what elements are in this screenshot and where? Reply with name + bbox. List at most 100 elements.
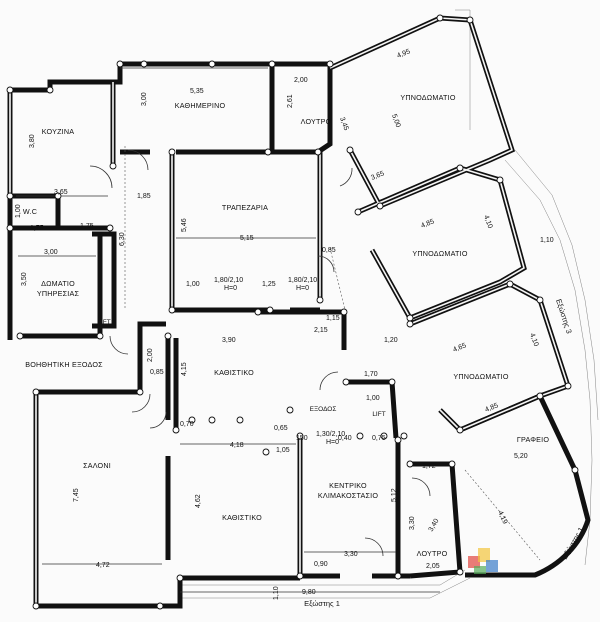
column-marker: [354, 208, 362, 216]
dim-h0a: H=0: [224, 285, 237, 292]
dim-415: 4,15: [181, 362, 188, 376]
dim-110: 1,10: [540, 237, 554, 244]
column-marker: [340, 308, 348, 316]
dim-180b: 1,80/2,10: [288, 277, 317, 284]
column-marker: [296, 572, 304, 580]
dim-100b: 1,00: [186, 281, 200, 288]
dim-h0c: H=0: [326, 439, 339, 446]
dim-535: 5,35: [190, 88, 204, 95]
wall-top-left: [10, 61, 318, 155]
door-swings: [89, 149, 431, 557]
column-marker: [448, 460, 456, 468]
column-marker: [208, 60, 216, 68]
dim-110b: 1,10: [273, 586, 280, 600]
dim-h0b: H=0: [296, 285, 309, 292]
wall-lift-2: [346, 379, 399, 439]
label-kathistiko-2: ΚΑΘΙΣΤΙΚΟ: [222, 513, 262, 522]
watermark-logo: [468, 548, 498, 574]
balcony-hatching: [180, 9, 599, 599]
label-lift-1: LIFT: [97, 319, 110, 326]
dim-365: 3,65: [54, 189, 68, 196]
column-marker: [168, 148, 176, 156]
column-marker: [380, 432, 388, 440]
dim-345: 3,45: [338, 116, 349, 131]
structural-columns: [6, 14, 579, 610]
dim-070: 0,70: [180, 421, 194, 428]
column-marker: [296, 432, 304, 440]
column-marker: [106, 224, 114, 232]
column-marker: [406, 314, 414, 322]
column-marker: [406, 460, 414, 468]
column-marker: [436, 14, 444, 22]
wall-lift-box: [92, 231, 117, 329]
wall-loutro-bottom: [409, 461, 463, 579]
column-marker: [466, 16, 474, 24]
dim-330: 3,30: [409, 516, 416, 530]
wall-wc: [7, 196, 110, 340]
column-marker: [456, 568, 464, 576]
column-marker: [342, 378, 350, 386]
column-marker: [346, 146, 354, 154]
label-kentriko-1: ΚΕΝΤΡΙΚΟ: [329, 481, 367, 490]
dim-261: 2,61: [287, 94, 294, 108]
dim-500: 5,00: [390, 113, 401, 128]
dim-546: 5,46: [181, 218, 188, 232]
column-marker: [266, 306, 274, 314]
column-marker: [326, 60, 334, 68]
dim-365b: 3,65: [370, 170, 385, 182]
dim-350: 3,50: [21, 272, 28, 286]
dimension-lines: [16, 67, 541, 593]
column-marker: [268, 60, 276, 68]
column-marker: [316, 296, 324, 304]
dim-150: 150: [296, 435, 308, 442]
column-marker: [506, 280, 514, 288]
label-loutro-top: ΛΟΥΤΡΟ: [301, 117, 332, 126]
label-kentriko-2: ΚΛΙΜΑΚΟΣΤΑΣΙΟ: [318, 491, 378, 500]
column-marker: [400, 432, 408, 440]
dim-418: 4,18: [230, 442, 244, 449]
label-domatio-1: ΔΩΜΑΤΙΟ: [41, 279, 75, 288]
label-voithitiki-exodos: ΒΟΗΘΗΤΙΚΗ ΕΞΟΔΟΣ: [25, 360, 103, 369]
column-marker: [262, 448, 270, 456]
column-marker: [264, 148, 272, 156]
dim-130: 1,30/2,10: [316, 431, 345, 438]
column-marker: [406, 320, 414, 328]
column-marker: [164, 332, 172, 340]
column-marker: [456, 426, 464, 434]
dim-512: 5,12: [391, 488, 398, 502]
column-marker: [109, 162, 117, 170]
dim-100: 1,00: [15, 204, 22, 218]
dim-410b: 4,10: [528, 332, 539, 347]
column-marker: [176, 574, 184, 582]
dim-172: 1,72: [422, 463, 436, 470]
dim-065: 0,65: [274, 425, 288, 432]
column-marker: [16, 332, 24, 340]
label-ypnodomatio-1: ΥΠΝΟΔΩΜΑΤΙΟ: [400, 93, 455, 102]
column-marker: [136, 388, 144, 396]
column-marker: [496, 176, 504, 184]
column-marker: [394, 572, 402, 580]
dim-180: 1,80/2,10: [214, 277, 243, 284]
dim-465: 4,65: [452, 342, 467, 354]
column-marker: [456, 164, 464, 172]
label-exodos: ΕΞΟΔΟΣ: [310, 406, 337, 413]
column-marker: [46, 86, 54, 94]
column-marker: [168, 306, 176, 314]
dim-085a: 0,85: [322, 247, 336, 254]
dim-520: 5,20: [514, 453, 528, 460]
column-marker: [394, 436, 402, 444]
dim-980: 9,80: [302, 589, 316, 596]
column-marker: [6, 86, 14, 94]
room-labels: ΚΟΥΖΙΝΑ ΚΑΘΗΜΕΡΙΝΟ ΛΟΥΤΡΟ ΥΠΝΟΔΩΜΑΤΙΟ W.…: [23, 93, 549, 558]
dim-215: 2,15: [314, 327, 328, 334]
dim-485b: 4,85: [484, 402, 499, 414]
dim-090: 0,90: [314, 561, 328, 568]
dim-330b: 3,30: [344, 551, 358, 558]
label-kathimerino: ΚΑΘΗΜΕΡΙΝΟ: [175, 101, 226, 110]
dim-100c: 1,00: [366, 395, 380, 402]
label-ypnodomatio-2: ΥΠΝΟΔΩΜΑΤΙΟ: [412, 249, 467, 258]
dim-300-dom: 3,00: [44, 249, 58, 256]
dim-115: 1,15: [326, 315, 340, 322]
